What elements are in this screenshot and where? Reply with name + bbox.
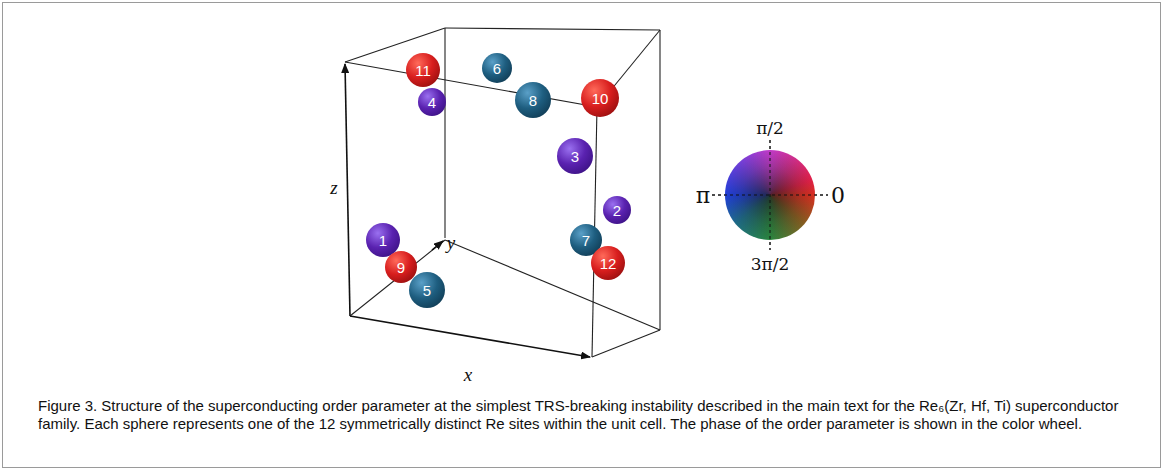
re-site-sphere: 5 — [409, 272, 445, 308]
site-number: 6 — [493, 60, 501, 77]
phase-color-wheel — [725, 150, 815, 240]
site-number: 10 — [592, 90, 609, 107]
phase-label: 0 — [831, 183, 845, 208]
site-number: 12 — [600, 255, 617, 272]
phase-label: π/2 — [756, 118, 784, 138]
site-number: 7 — [582, 232, 590, 249]
site-number: 4 — [428, 94, 436, 111]
site-number: 2 — [613, 202, 621, 219]
site-number: 5 — [423, 282, 431, 299]
phase-label: 3π/2 — [751, 254, 790, 274]
site-number: 8 — [529, 92, 537, 109]
site-number: 9 — [397, 259, 405, 276]
figure-caption: Figure 3. Structure of the superconducti… — [38, 397, 1130, 433]
re-site-sphere: 6 — [482, 53, 512, 83]
site-number: 3 — [571, 148, 579, 165]
re-site-sphere: 2 — [603, 196, 631, 224]
site-number: 1 — [379, 232, 387, 249]
phase-label: π — [696, 183, 710, 208]
re-site-sphere: 4 — [418, 88, 446, 116]
re-site-sphere: 10 — [581, 79, 619, 117]
axis-label: z — [330, 177, 337, 199]
axis-label: y — [447, 232, 455, 254]
re-site-sphere: 11 — [406, 53, 440, 87]
re-site-sphere: 3 — [557, 138, 593, 174]
axis-label: x — [464, 364, 472, 386]
re-site-sphere: 9 — [385, 251, 417, 283]
re-site-sphere: 12 — [591, 246, 625, 280]
re-site-sphere: 8 — [515, 82, 551, 118]
site-number: 11 — [415, 62, 431, 79]
